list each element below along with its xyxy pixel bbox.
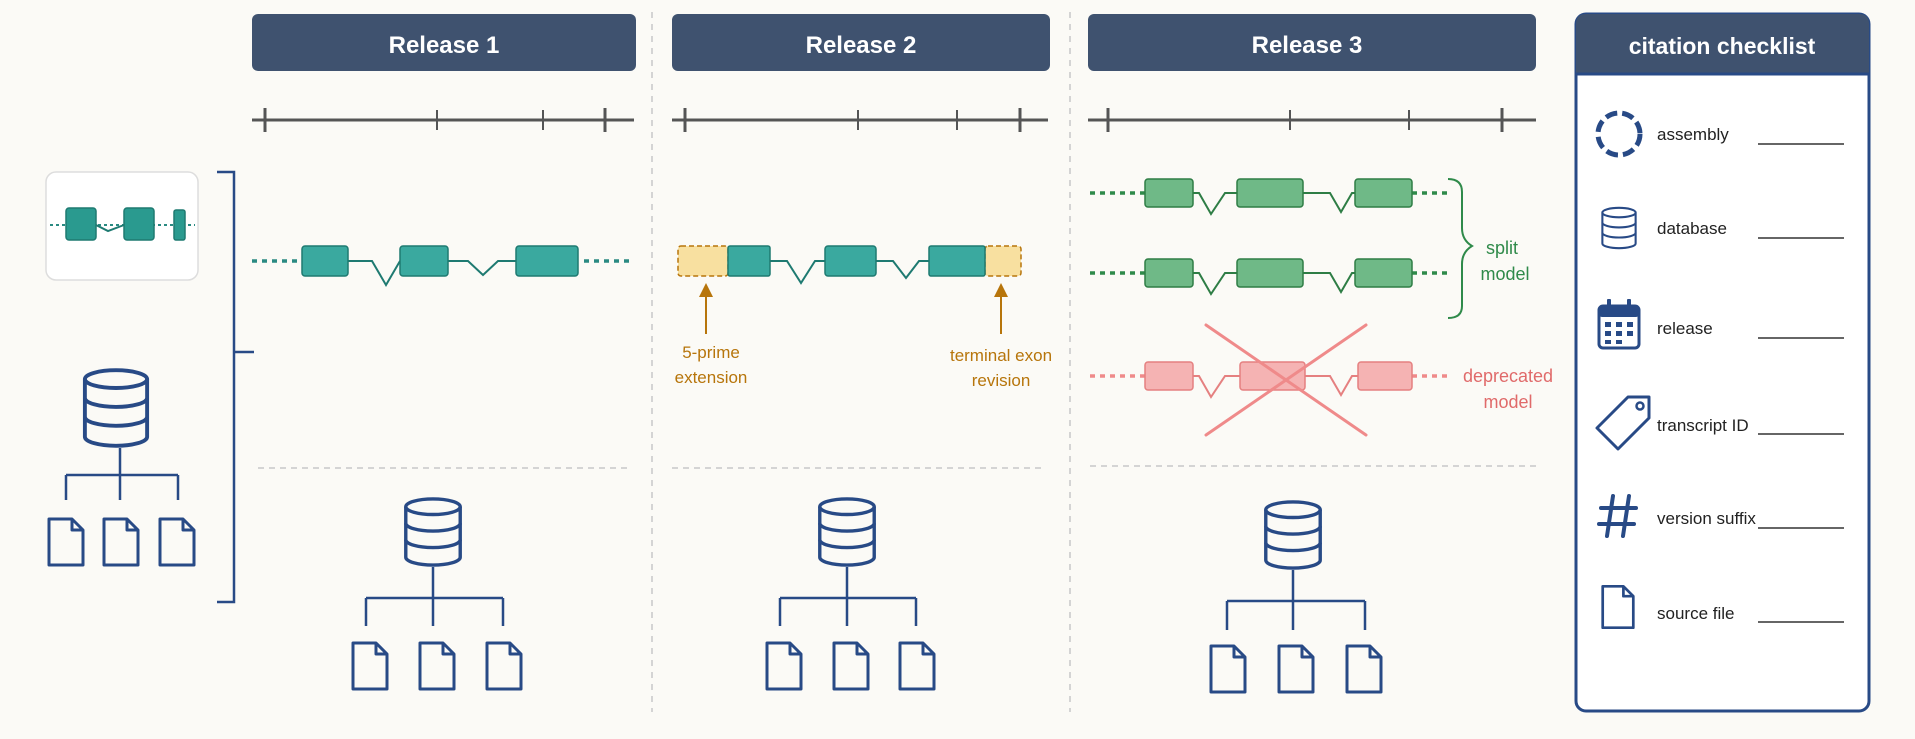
terminal-exon-label: revision <box>972 371 1031 390</box>
checklist-item-label: release <box>1657 319 1713 338</box>
database-icon <box>1264 500 1322 570</box>
database-icon <box>404 497 462 567</box>
exon <box>1144 258 1194 288</box>
split-model-transcript <box>1090 178 1448 216</box>
file-icon <box>1277 644 1315 694</box>
file-icon <box>418 641 456 691</box>
exon <box>928 245 986 277</box>
file-icon <box>351 641 389 691</box>
five-prime-extension-region <box>677 245 729 277</box>
release-3-title: Release 3 <box>1252 32 1363 59</box>
deprecated-model-label: deprecated <box>1463 366 1553 386</box>
file-icon <box>485 641 523 691</box>
file-icon <box>832 641 870 691</box>
split-model-brace <box>1447 178 1474 319</box>
release-1-column: Release 1 <box>252 14 636 691</box>
exon <box>1236 178 1304 208</box>
exon <box>301 245 349 277</box>
database-icon <box>818 497 876 567</box>
release-1-transcript <box>252 245 634 287</box>
checklist-item-source-file: source file <box>1601 584 1844 630</box>
dashed-circle-icon <box>1595 110 1643 158</box>
checklist-item-assembly: assembly <box>1595 110 1844 158</box>
release-3-header <box>1088 14 1536 71</box>
database-tree-connector <box>1225 570 1367 630</box>
file-icon <box>47 517 85 567</box>
thumbnail-exon <box>173 209 186 241</box>
release-1-title: Release 1 <box>389 32 500 59</box>
tag-icon <box>1595 395 1651 451</box>
checklist-item-transcript-id: transcript ID <box>1595 395 1844 451</box>
calendar-icon <box>1597 299 1641 350</box>
checklist-item-version-suffix: version suffix <box>1597 494 1844 538</box>
database-tree-connector <box>778 567 918 626</box>
checklist-item-label: database <box>1657 219 1727 238</box>
deprecated-cross-mark <box>1204 323 1368 437</box>
release-1-header <box>252 14 636 71</box>
database-tree-connector <box>364 567 505 626</box>
release-2-transcript <box>677 245 1022 285</box>
release-3-timeline <box>1088 108 1536 132</box>
checklist-title: citation checklist <box>1629 33 1816 59</box>
exon <box>727 245 771 277</box>
release-2-header <box>672 14 1050 71</box>
thumbnail-exon <box>65 207 97 241</box>
checklist-item-release: release <box>1597 299 1844 350</box>
terminal-exon-revision-region <box>984 245 1022 277</box>
checklist-item-label: source file <box>1657 604 1734 623</box>
deprecated-model-label: model <box>1483 392 1532 412</box>
deprecated-model-transcript <box>1090 361 1448 399</box>
release-3-column: Release 3 split <box>1088 14 1553 694</box>
checklist-item-database: database <box>1601 206 1844 250</box>
column-separators <box>651 12 1071 712</box>
exon <box>824 245 877 277</box>
database-tree-connector <box>64 448 180 500</box>
hash-icon <box>1597 494 1638 538</box>
release-2-timeline <box>672 108 1048 132</box>
five-prime-label: extension <box>675 368 748 387</box>
file-icon <box>158 517 196 567</box>
exon <box>399 245 449 277</box>
database-icon <box>82 368 150 448</box>
file-icon <box>1345 644 1383 694</box>
split-model-label: split <box>1486 238 1518 258</box>
exon <box>1144 178 1194 208</box>
exon <box>1354 178 1413 208</box>
exon <box>515 245 579 277</box>
exon <box>1357 361 1413 391</box>
split-model-transcript <box>1090 258 1448 296</box>
five-prime-label: 5-prime <box>682 343 740 362</box>
citation-checklist-panel: citation checklist assembly database <box>1574 12 1871 713</box>
legend-bracket <box>217 170 254 604</box>
checklist-item-label: assembly <box>1657 125 1729 144</box>
release-1-timeline <box>252 108 634 132</box>
left-legend <box>45 170 254 604</box>
release-2-title: Release 2 <box>806 32 917 59</box>
checklist-item-label: version suffix <box>1657 509 1756 528</box>
checklist-item-label: transcript ID <box>1657 416 1749 435</box>
exon <box>1236 258 1304 288</box>
file-icon <box>1209 644 1247 694</box>
file-icon <box>765 641 803 691</box>
exon <box>1354 258 1413 288</box>
thumbnail-exon <box>123 207 155 241</box>
terminal-exon-label: terminal exon <box>950 346 1052 365</box>
split-model-label: model <box>1480 264 1529 284</box>
file-icon <box>898 641 936 691</box>
exon <box>1144 361 1194 391</box>
file-icon <box>102 517 140 567</box>
release-2-column: Release 2 5-prime extension terminal exo… <box>672 14 1052 691</box>
